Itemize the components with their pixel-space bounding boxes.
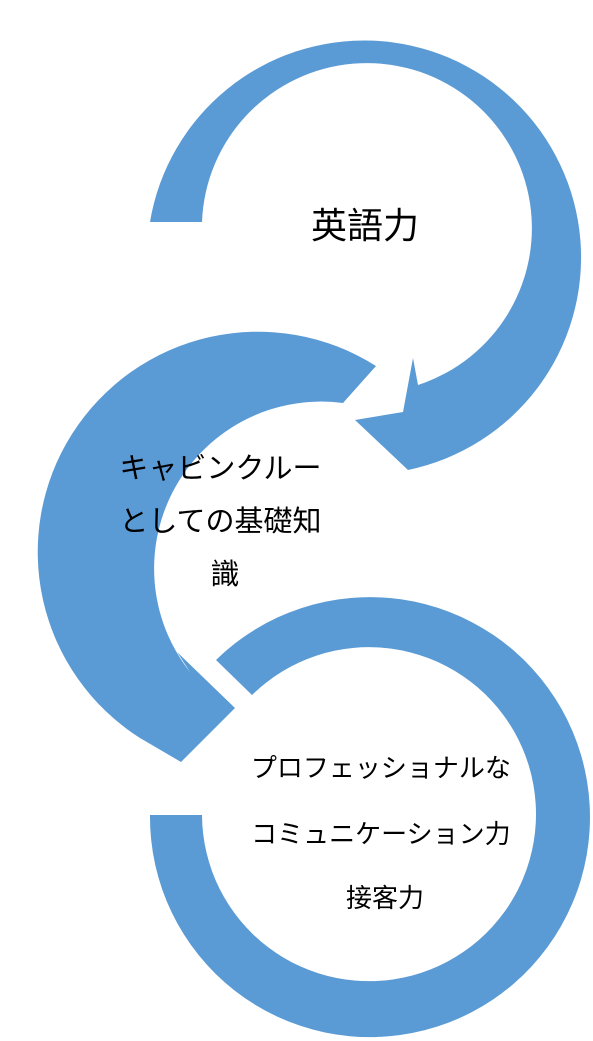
step-1-label: 英語力 xyxy=(311,206,419,247)
step-3-label: プロフェッショナルな コミュニケーション力 接客力 xyxy=(251,754,519,914)
cycle-arrow-2 xyxy=(37,331,376,762)
step-3-line-3: 接客力 xyxy=(346,884,424,914)
cycle-arrow-1 xyxy=(150,40,582,471)
cycle-arrow-3 xyxy=(149,597,590,1038)
step-1-line-1: 英語力 xyxy=(311,206,419,247)
step-2-line-2: としての基礎知 xyxy=(119,504,321,538)
step-3-line-2: コミュニケーション力 xyxy=(251,820,510,850)
step-3-line-1: プロフェッショナルな xyxy=(251,754,511,784)
step-2-line-1: キャビンクルー xyxy=(119,451,321,485)
step-2-line-3: 識 xyxy=(210,557,239,591)
step-2-label: キャビンクルー としての基礎知 識 xyxy=(119,451,330,591)
